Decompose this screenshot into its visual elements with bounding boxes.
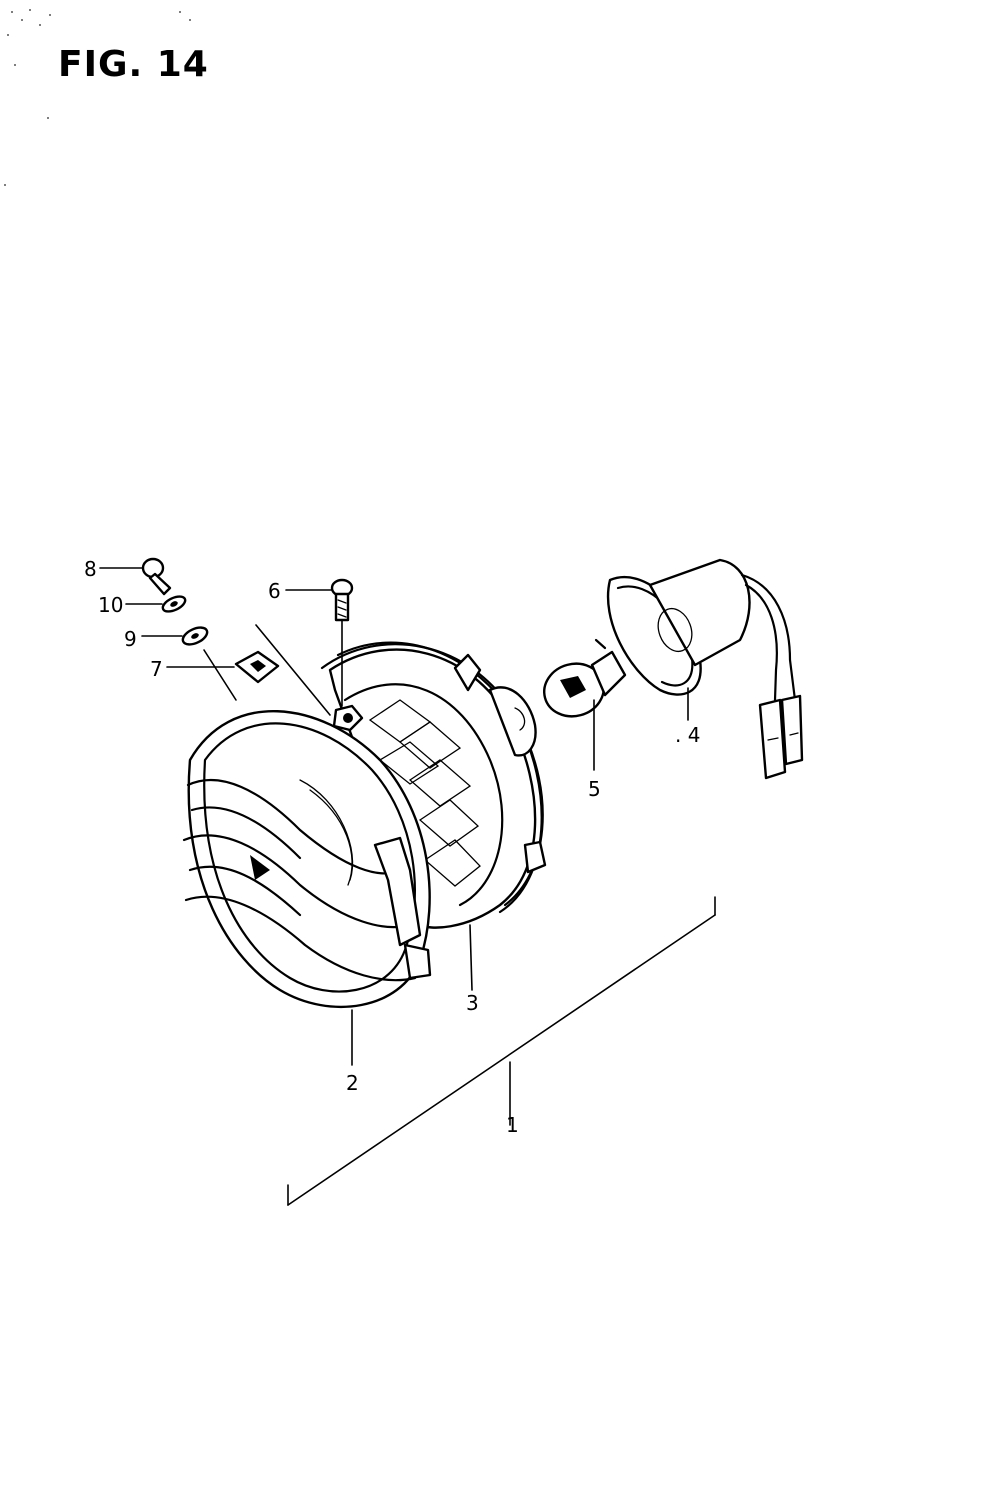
callout-8: 8 [84,557,97,581]
nut-icon [332,704,364,732]
screw-icon [330,578,354,622]
headlight-lens-icon [368,699,481,887]
callout-9: 9 [124,627,137,651]
callout-7: 7 [150,657,163,681]
callout-3: 3 [466,991,479,1015]
callout-1: 1 [506,1113,519,1137]
screw-icon [141,557,172,596]
headlight-housing-icon [320,641,547,929]
callout-6: 6 [268,579,281,603]
washer-icon [181,626,209,646]
nut-icon [234,650,280,684]
headlight-guard-icon [182,709,432,1009]
callout-10: 10 [98,593,123,617]
bulb-socket-icon [606,558,804,780]
callout-5: 5 [588,777,601,801]
bulb-icon [543,638,627,718]
callout-4: . 4 [675,723,700,747]
callout-2: 2 [346,1071,359,1095]
scan-noise [4,9,191,186]
figure-title: FIG. 14 [58,44,209,85]
washer-icon [161,595,187,613]
leader-lines [99,567,716,1206]
